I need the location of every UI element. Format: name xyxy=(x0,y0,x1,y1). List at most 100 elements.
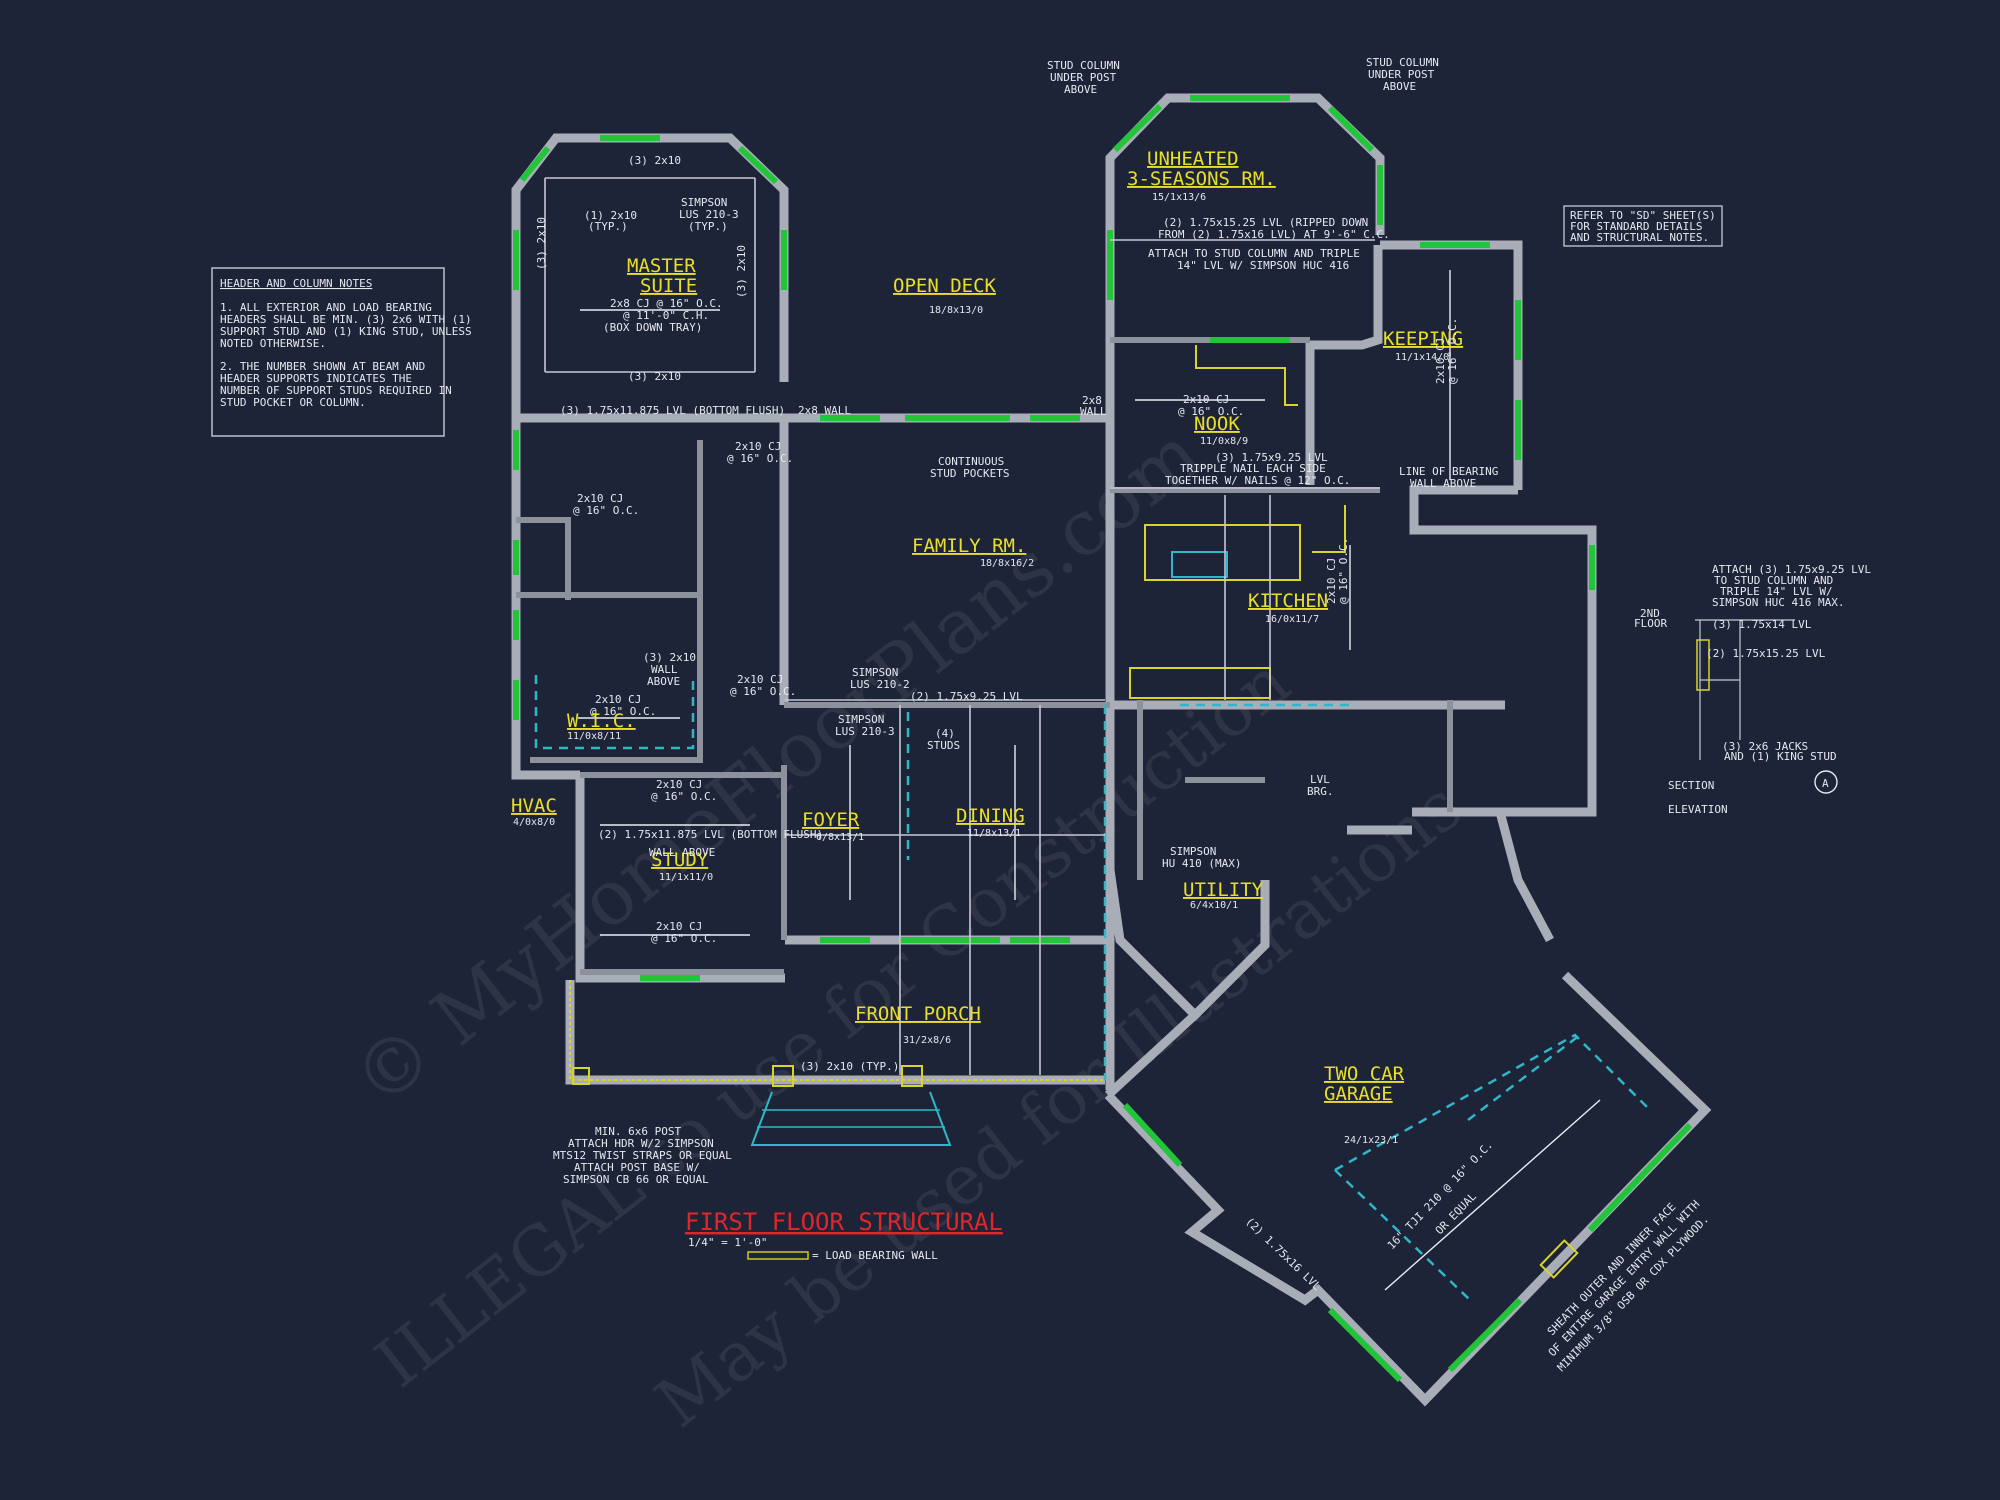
room-name-keeping: KEEPING xyxy=(1383,328,1463,350)
note-sheath: OF ENTIRE GARAGE ENTRY WALL WITH xyxy=(1546,1198,1703,1359)
note-simpson: LUS 210-2 xyxy=(850,678,910,691)
note-cj: 2x10 CJ xyxy=(1434,338,1447,384)
note-cj: @ 16" O.C. xyxy=(651,790,717,803)
room-name-seasons: UNHEATED xyxy=(1147,148,1239,170)
room-name-open-deck: OPEN DECK xyxy=(893,275,997,297)
note-tripple: TRIPPLE NAIL EACH SIDE xyxy=(1180,462,1326,475)
note-cj: 2x10 CJ xyxy=(1183,393,1229,406)
room-size-study: 11/1x11/0 xyxy=(659,872,713,883)
note-beam: (3) 2x10 xyxy=(735,245,748,298)
note-beam: (3) 2x10 xyxy=(628,154,681,167)
note-beam: (3) 2x10 xyxy=(628,370,681,383)
header-notes-line: 2. THE NUMBER SHOWN AT BEAM AND xyxy=(220,360,425,373)
note-simpson: (TYP.) xyxy=(688,220,728,233)
room-size-seasons: 15/1x13/6 xyxy=(1152,192,1206,203)
header-notes-line: STUD POCKET OR COLUMN. xyxy=(220,396,366,409)
note-typ: (1) 2x10 xyxy=(584,209,637,222)
room-name-foyer: FOYER xyxy=(802,809,860,831)
note-attach: 14" LVL W/ SIMPSON HUC 416 xyxy=(1177,259,1349,272)
note-lvl: FROM (2) 1.75x16 LVL) AT 9'-6" C.C. xyxy=(1158,228,1390,241)
note-bearing: WALL ABOVE xyxy=(1410,477,1476,490)
room-name-front-porch: FRONT PORCH xyxy=(855,1003,981,1025)
refer-note-line: REFER TO "SD" SHEET(S) xyxy=(1570,209,1716,222)
drawing-scale: 1/4" = 1'-0" xyxy=(688,1236,767,1249)
note-lvl: (2) 1.75x15.25 LVL (RIPPED DOWN xyxy=(1163,216,1368,229)
note-wall: 2x8 xyxy=(1082,394,1102,407)
note-tripple: TOGETHER W/ NAILS @ 12" O.C. xyxy=(1165,474,1350,487)
note-post: MTS12 TWIST STRAPS OR EQUAL xyxy=(553,1149,732,1162)
refer-note-line: AND STRUCTURAL NOTES. xyxy=(1570,231,1709,244)
header-notes-title: HEADER AND COLUMN NOTES xyxy=(220,277,372,290)
note-cj: @ 16" O.C. xyxy=(1178,405,1244,418)
note-continuous: STUD POCKETS xyxy=(930,467,1009,480)
section-jacks: AND (1) KING STUD xyxy=(1724,750,1837,763)
section-note: TO STUD COLUMN AND xyxy=(1714,574,1833,587)
section-note: ATTACH (3) 1.75x9.25 LVL xyxy=(1712,563,1871,576)
note-stud-column: ABOVE xyxy=(1064,83,1097,96)
windows xyxy=(513,95,1693,1383)
room-size-keeping: 11/1x14/0 xyxy=(1395,352,1449,363)
note-stud-column: UNDER POST xyxy=(1368,68,1435,81)
note-studs: (4) xyxy=(935,727,955,740)
section-marker: A xyxy=(1822,777,1829,790)
note-simpson: SIMPSON xyxy=(852,666,898,679)
note-lvl: (2) 1.75x11.875 LVL (BOTTOM FLUSH) xyxy=(598,828,823,841)
header-notes-line: HEADER SUPPORTS INDICATES THE xyxy=(220,372,412,385)
note-typ: (TYP.) xyxy=(588,220,628,233)
section-title: SECTION xyxy=(1668,779,1714,792)
note-beam: (3) 2x10 (TYP.) xyxy=(800,1060,899,1073)
room-size-garage: 24/1x23/1 xyxy=(1344,1135,1398,1146)
room-name-wic: W.I.C. xyxy=(567,710,636,732)
section-lvl: (2) 1.75x15.25 LVL xyxy=(1706,647,1826,660)
room-name-seasons: 3-SEASONS RM. xyxy=(1127,168,1276,190)
dashed-lines xyxy=(534,675,1651,1301)
note-lvl-brg: LVL xyxy=(1310,773,1330,786)
fixtures xyxy=(569,345,1579,1279)
room-size-dining: 11/8x13/1 xyxy=(967,828,1021,839)
room-labels: MASTER SUITE OPEN DECK 18/8x13/0 UNHEATE… xyxy=(511,148,1463,1146)
note-simpson: LUS 210-3 xyxy=(679,208,739,221)
note-cj: 2x8 CJ @ 16" O.C. xyxy=(610,297,723,310)
note-lvl-brg: BRG. xyxy=(1307,785,1334,798)
section-title: ELEVATION xyxy=(1668,803,1728,816)
note-cj: 2x10 CJ xyxy=(1325,558,1338,604)
section-jacks: (3) 2x6 JACKS xyxy=(1722,740,1808,753)
note-simpson: SIMPSON xyxy=(681,196,727,209)
note-bearing: LINE OF BEARING xyxy=(1399,465,1498,478)
note-stud-column: UNDER POST xyxy=(1050,71,1117,84)
room-size-hvac: 4/0x8/0 xyxy=(513,817,555,828)
annotations: STUD COLUMN UNDER POST ABOVE STUD COLUMN… xyxy=(535,56,1711,1374)
note-lvl: (3) 1.75x11.875 LVL (BOTTOM FLUSH) xyxy=(560,404,785,417)
room-name-garage: TWO CAR xyxy=(1324,1063,1405,1085)
legend-text: = LOAD BEARING WALL xyxy=(812,1249,938,1262)
drawing-title: FIRST FLOOR STRUCTURAL xyxy=(685,1208,1003,1236)
header-notes-line: NUMBER OF SUPPORT STUDS REQUIRED IN xyxy=(220,384,452,397)
room-size-kitchen: 16/0x11/7 xyxy=(1265,614,1319,625)
note-cj: @ 11'-0" C.H. xyxy=(623,309,709,322)
note-post: ATTACH POST BASE W/ xyxy=(574,1161,700,1174)
note-post: MIN. 6x6 POST xyxy=(595,1125,681,1138)
note-post: ATTACH HDR W/2 SIMPSON xyxy=(568,1137,714,1150)
room-name-nook: NOOK xyxy=(1194,413,1240,435)
note-cj: @ 16" O.C. xyxy=(590,705,656,718)
section-lvl: (3) 1.75x14 LVL xyxy=(1712,618,1812,631)
header-notes: HEADER AND COLUMN NOTES 1. ALL EXTERIOR … xyxy=(211,267,472,437)
room-name-dining: DINING xyxy=(956,805,1025,827)
header-notes-line: 1. ALL EXTERIOR AND LOAD BEARING xyxy=(220,301,432,314)
room-size-wic: 11/0x8/11 xyxy=(567,731,621,742)
note-cj: @ 16" O.C. xyxy=(1337,538,1350,604)
room-name-study: STUDY xyxy=(651,849,709,871)
note-cj: @ 16" O.C. xyxy=(730,685,796,698)
note-continuous: CONTINUOUS xyxy=(938,455,1004,468)
note-attach: ATTACH TO STUD COLUMN AND TRIPLE xyxy=(1148,247,1360,260)
note-cj: @ 16" O.C. xyxy=(1446,318,1459,384)
note-cj: 2x10 CJ xyxy=(595,693,641,706)
note-wall: 2x8 WALL xyxy=(798,404,851,417)
note-cj: 2x10 CJ xyxy=(656,920,702,933)
section-marker-circle xyxy=(1814,770,1838,794)
note-simpson: SIMPSON xyxy=(838,713,884,726)
note-studs: STUDS xyxy=(927,739,960,752)
header-notes-line: NOTED OTHERWISE. xyxy=(220,337,326,350)
note-wall-above: (3) 2x10 xyxy=(643,651,696,664)
